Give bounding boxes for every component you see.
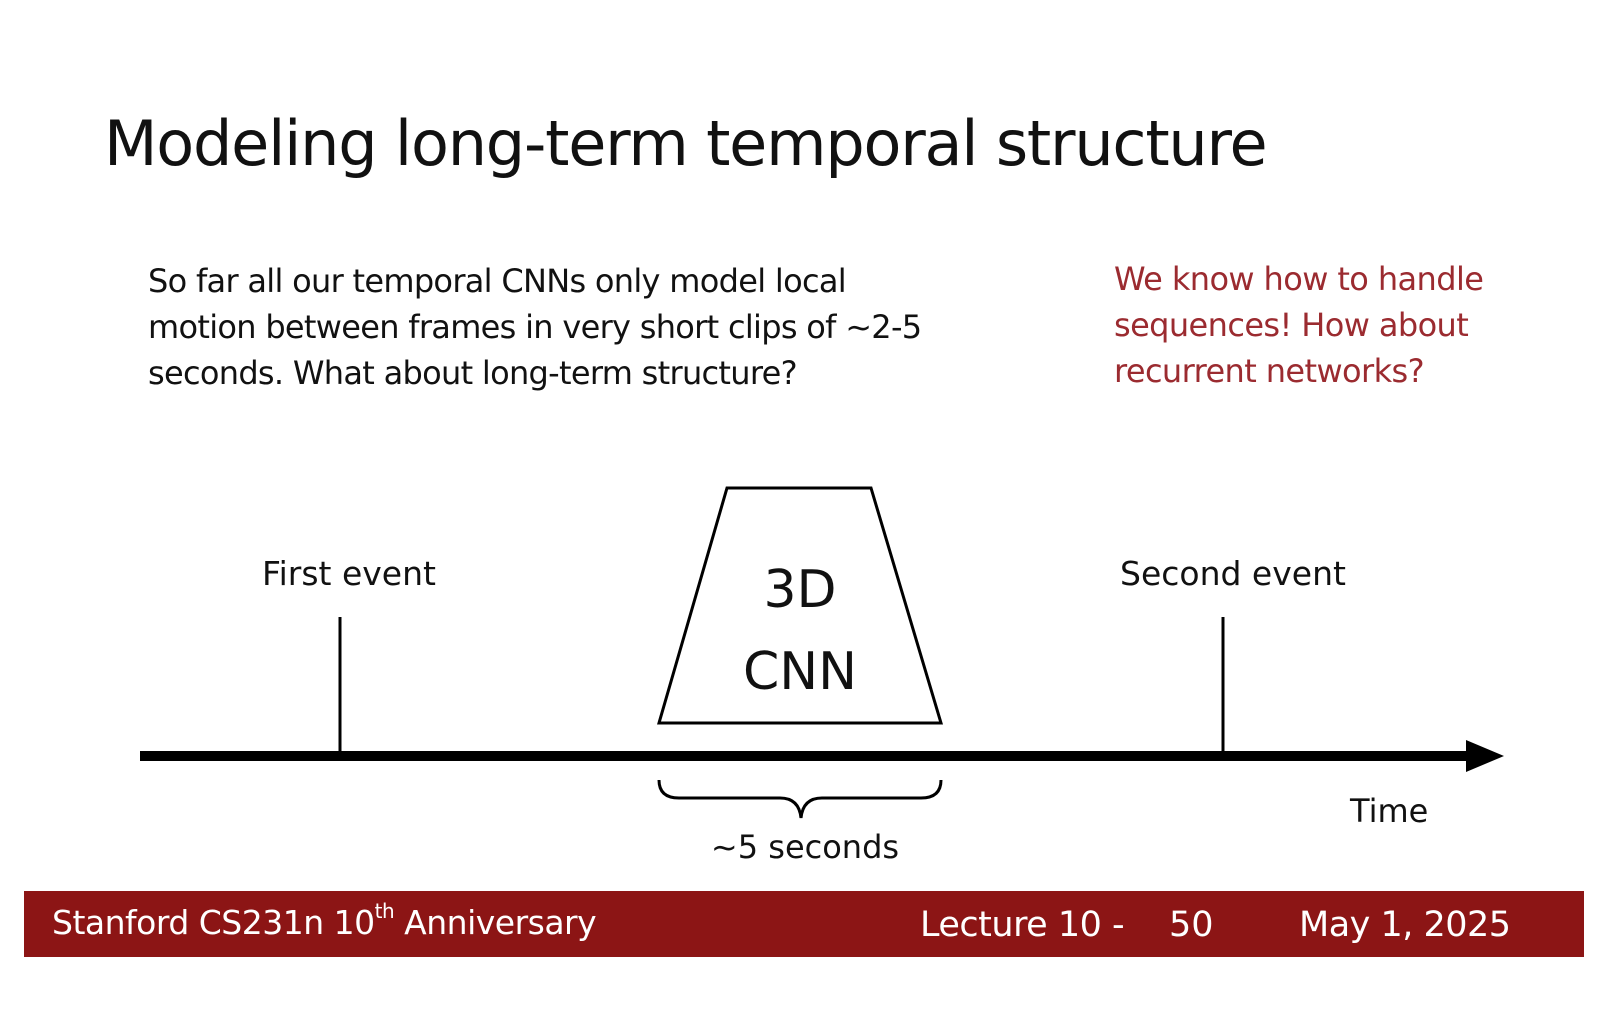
body-line: So far all our temporal CNNs only model … xyxy=(148,262,847,300)
time-axis-arrowhead xyxy=(1466,740,1504,772)
footer-bar: Stanford CS231n 10th Anniversary Lecture… xyxy=(24,891,1584,957)
aside-line: We know how to handle xyxy=(1114,260,1484,298)
footer-course: Stanford CS231n 10th Anniversary xyxy=(52,899,597,945)
footer-page-number: 50 xyxy=(1169,905,1214,945)
body-line: motion between frames in very short clip… xyxy=(148,308,922,346)
duration-label: ~5 seconds xyxy=(711,828,899,866)
footer-date: May 1, 2025 xyxy=(1299,905,1511,945)
aside-line: recurrent networks? xyxy=(1114,352,1425,390)
cnn-label-line2: CNN xyxy=(743,642,857,702)
aside-note: We know how to handle sequences! How abo… xyxy=(1114,256,1574,394)
first-event-label: First event xyxy=(262,554,436,593)
footer-course-sup: th xyxy=(374,899,395,923)
duration-brace xyxy=(657,779,943,819)
body-paragraph: So far all our temporal CNNs only model … xyxy=(148,258,978,396)
footer-lecture: Lecture 10 - xyxy=(920,905,1125,945)
aside-line: sequences! How about xyxy=(1114,306,1469,344)
body-line: seconds. What about long-term structure? xyxy=(148,354,798,392)
slide-title: Modeling long-term temporal structure xyxy=(104,107,1268,180)
cnn-label-line1: 3D xyxy=(763,560,836,620)
footer-course-prefix: Stanford CS231n 10 xyxy=(52,903,375,942)
footer-course-suffix: Anniversary xyxy=(394,903,597,942)
second-event-label: Second event xyxy=(1120,554,1346,593)
cnn-trapezoid xyxy=(657,486,944,725)
time-axis-label: Time xyxy=(1349,792,1428,830)
